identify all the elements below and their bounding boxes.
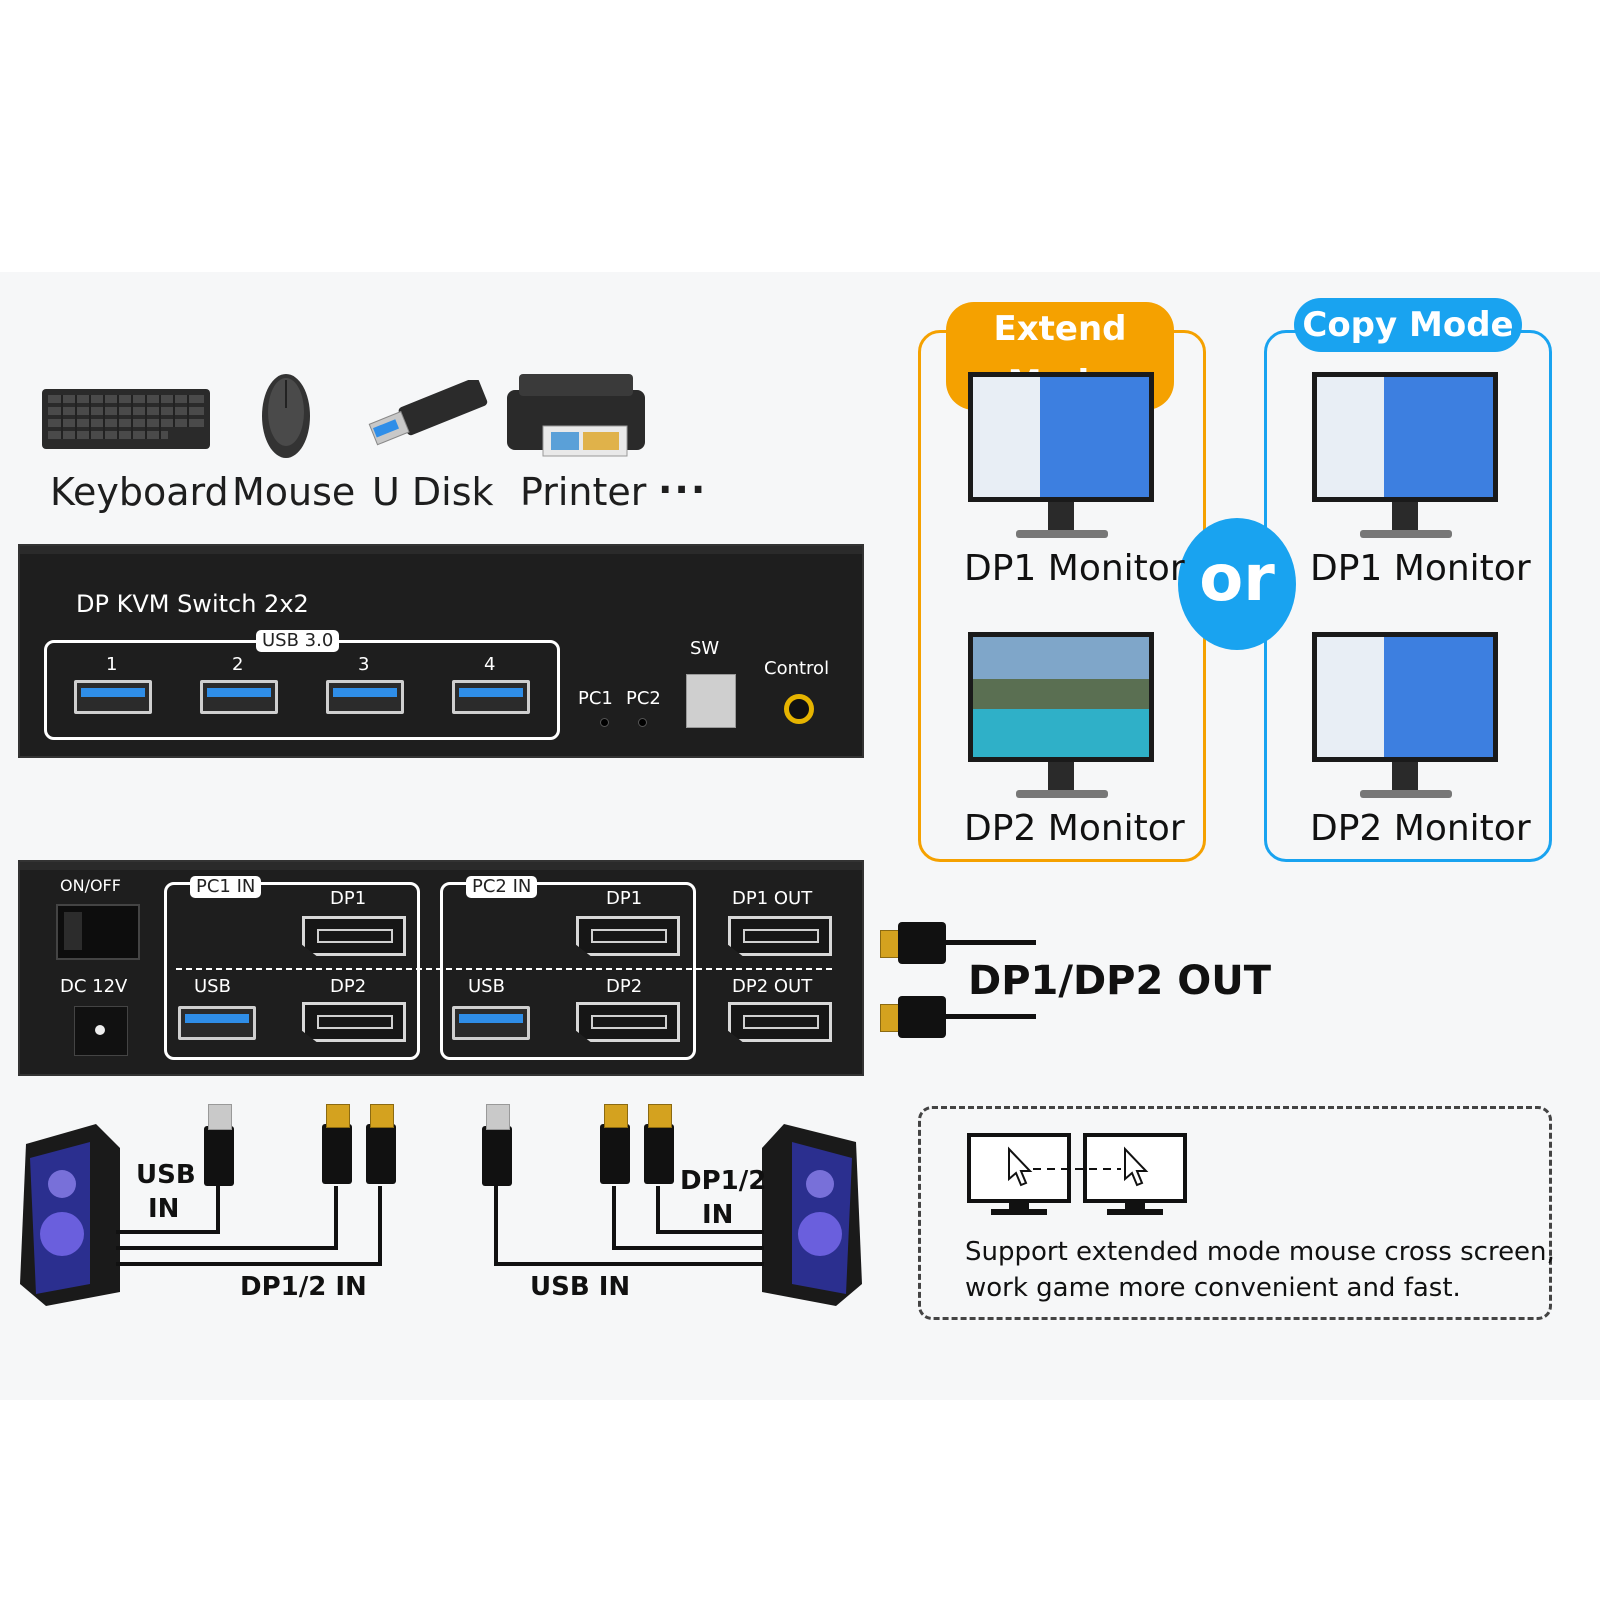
pc2-usb-label: USB [468, 976, 505, 997]
copy-dp2-monitor-icon [1312, 632, 1498, 802]
pc1-led [600, 718, 609, 727]
output-label: DP1/DP2 OUT [968, 958, 1272, 1004]
usb-port-1[interactable] [74, 680, 152, 714]
feature-callout: Support extended mode mouse cross screen… [918, 1106, 1555, 1320]
pc1-dp-in-label: DP1/2 IN [240, 1272, 367, 1302]
usb-port-2[interactable] [200, 680, 278, 714]
pc2-dp-in-label-line2: IN [702, 1200, 734, 1230]
pc1-usb-label: USB [194, 976, 231, 997]
pc1-input-group [164, 882, 420, 1060]
pc1-dp1-port[interactable] [302, 916, 406, 956]
pc1-tower-icon [20, 1124, 120, 1306]
pc2-usb-port[interactable] [452, 1006, 530, 1040]
pc2-led [638, 718, 647, 727]
usb-port-number-4: 4 [484, 654, 496, 675]
dp2-out-port[interactable] [728, 1002, 832, 1042]
usb-port-number-2: 2 [232, 654, 244, 675]
usb-group-label: USB 3.0 [256, 630, 340, 652]
dp-plug-body-1 [898, 922, 946, 964]
dp-plug-body-2 [898, 996, 946, 1038]
pc2-indicator-label: PC2 [626, 688, 661, 709]
usb-port-3[interactable] [326, 680, 404, 714]
or-badge: or [1178, 518, 1296, 650]
pc1-dp1-label: DP1 [330, 888, 367, 909]
control-label: Control [764, 658, 830, 679]
pc2-dp1-label: DP1 [606, 888, 643, 909]
peripheral-label-u-disk: U Disk [372, 470, 494, 514]
peripheral-label-printer: Printer [520, 470, 647, 514]
feature-text-line2: work game more convenient and fast. [965, 1273, 1461, 1303]
dual-monitor-cursor-icon [967, 1133, 1187, 1215]
usb-port-number-1: 1 [106, 654, 118, 675]
more-ellipsis: ... [658, 458, 708, 502]
control-jack[interactable] [784, 694, 814, 724]
dp1-out-port[interactable] [728, 916, 832, 956]
pc2-usb-plug-icon [482, 1104, 512, 1186]
keyboard-icon [42, 389, 210, 449]
pc1-usb-plug-icon [204, 1104, 234, 1186]
dc-power-jack[interactable] [74, 1006, 128, 1056]
pc1-dp1-plug-icon [322, 1104, 352, 1184]
pc1-usb-port[interactable] [178, 1006, 256, 1040]
kvm-front-panel: DP KVM Switch 2x2 USB 3.0 1 2 3 4 PC1 PC… [18, 544, 864, 758]
extend-dp2-monitor-icon [968, 632, 1154, 802]
dp-divider-line [176, 968, 832, 970]
pc2-input-group [440, 882, 696, 1060]
pc1-indicator-label: PC1 [578, 688, 613, 709]
usb-drive-icon [368, 380, 488, 446]
printer-icon [507, 374, 645, 457]
usb-port-4[interactable] [452, 680, 530, 714]
copy-dp1-monitor-icon [1312, 372, 1498, 542]
copy-dp1-label: DP1 Monitor [1310, 548, 1531, 589]
mouse-icon [262, 374, 310, 458]
pc1-usb-in-label-line2: IN [148, 1194, 180, 1224]
feature-text-line1: Support extended mode mouse cross screen… [965, 1237, 1555, 1267]
pc1-dp2-port[interactable] [302, 1002, 406, 1042]
device-title: DP KVM Switch 2x2 [76, 590, 309, 618]
extend-dp2-label: DP2 Monitor [964, 808, 1185, 849]
copy-mode-title: Copy Mode [1294, 298, 1522, 352]
pc2-usb-in-label: USB IN [530, 1272, 631, 1302]
pc2-dp2-label: DP2 [606, 976, 643, 997]
dp2-out-label: DP2 OUT [732, 976, 813, 997]
power-switch[interactable] [56, 904, 140, 960]
copy-dp2-label: DP2 Monitor [1310, 808, 1531, 849]
pc1-group-label: PC1 IN [190, 876, 262, 898]
pc2-group-label: PC2 IN [466, 876, 538, 898]
pc1-dp2-plug-icon [366, 1104, 396, 1184]
switch-button[interactable] [686, 674, 736, 728]
peripheral-label-mouse: Mouse [232, 470, 356, 514]
peripheral-label-keyboard: Keyboard [50, 470, 229, 514]
pc2-tower-icon [762, 1124, 862, 1306]
usb-port-number-3: 3 [358, 654, 370, 675]
pc1-dp2-label: DP2 [330, 976, 367, 997]
pc2-dp2-plug-icon [644, 1104, 674, 1184]
pc2-dp-in-label-line1: DP1/2 [680, 1166, 767, 1196]
pc2-dp1-plug-icon [600, 1104, 630, 1184]
pc2-dp2-port[interactable] [576, 1002, 680, 1042]
dc-input-label: DC 12V [60, 976, 128, 997]
pc2-dp1-port[interactable] [576, 916, 680, 956]
sw-label: SW [690, 638, 720, 659]
pc1-usb-in-label-line1: USB [136, 1160, 196, 1190]
power-switch-label: ON/OFF [60, 876, 121, 895]
kvm-back-panel: ON/OFF DC 12V PC1 IN DP1 USB DP2 PC2 IN … [18, 860, 864, 1076]
extend-dp1-label: DP1 Monitor [964, 548, 1185, 589]
dp1-out-label: DP1 OUT [732, 888, 813, 909]
extend-dp1-monitor-icon [968, 372, 1154, 542]
